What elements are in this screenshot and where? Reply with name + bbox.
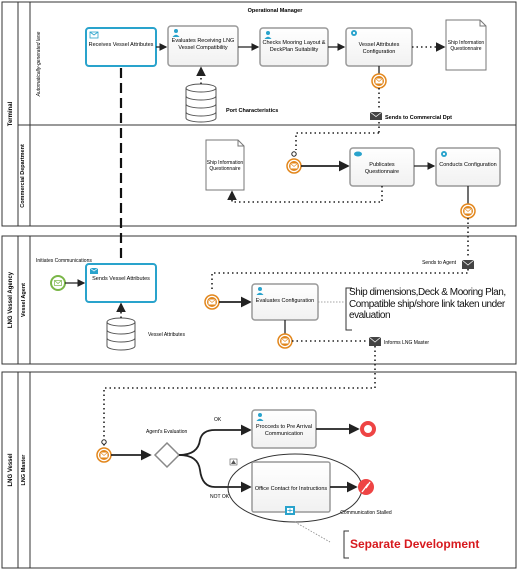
message-event-commercial[interactable] — [286, 158, 302, 174]
datastore-label: Port Characteristics — [226, 108, 278, 114]
task-label: Procceds to Pre Arrival Communication — [256, 424, 312, 437]
flow-label-notok: NOT OK — [210, 494, 230, 500]
lane-label-agent: Vessel Agent — [21, 283, 27, 317]
gateway-agents-evaluation[interactable] — [153, 441, 181, 469]
message-flow — [211, 269, 469, 292]
task-proceeds-pre-arrival[interactable]: Procceds to Pre Arrival Communication — [251, 409, 317, 449]
task-label: Vessel Attributes Configuration — [358, 42, 400, 55]
message-sends-to-agent: Sends to Agent — [422, 259, 475, 269]
task-checks-mooring[interactable]: Checks Mooring Layout & DeckPlan Suitabi… — [259, 27, 329, 67]
message-flow-start — [291, 151, 297, 157]
task-label: Publicates Questionnaire — [364, 162, 400, 175]
sequence-flow-ok — [178, 424, 252, 456]
message-event-commercial-throw[interactable] — [460, 203, 476, 219]
envelope-icon — [89, 31, 99, 39]
document-label: Ship Information Questionnaire — [206, 160, 244, 172]
annotation-text: Ship dimensions,Deck & Mooring Plan, Com… — [349, 287, 506, 321]
document-ship-info-commercial[interactable]: Ship Information Questionnaire — [202, 139, 248, 191]
message-label: Sends to Agent — [422, 260, 457, 266]
end-event-ok[interactable] — [360, 421, 376, 437]
message-event-terminal[interactable] — [371, 73, 387, 89]
cloud-icon — [354, 151, 362, 157]
message-event-agency[interactable] — [204, 294, 220, 310]
user-icon — [172, 29, 180, 37]
envelope-icon — [89, 267, 99, 274]
datastore-label: Vessel Attributes — [148, 332, 185, 338]
envelope-icon — [370, 112, 382, 120]
svg-text:Receives Vessel Attributes: Receives Vessel Attributes — [89, 42, 154, 48]
pool-label-vessel: LNG Vessel — [8, 453, 14, 486]
task-office-contact[interactable]: Office Contact for Instructions — [251, 461, 331, 515]
message-label: Informs LNG Master — [384, 340, 429, 346]
message-flow-end — [101, 439, 107, 445]
task-conducts-configuration[interactable]: Conducts Configuration — [435, 147, 501, 187]
envelope-icon — [100, 452, 108, 458]
warning-icon — [229, 458, 238, 466]
task-evaluates-compatibility[interactable]: Evaluates Receiving LNG Vessel Compatibi… — [167, 25, 239, 67]
task-publicates-questionnaire[interactable]: Publicates Questionnaire — [349, 147, 415, 187]
message-informs-master: Informs LNG Master — [368, 336, 429, 346]
task-label: Evaluates Receiving LNG Vessel Compatibi… — [171, 38, 235, 51]
pool-terminal: Terminal Operational Manager Automatical… — [1, 1, 517, 227]
message-label: Sends to Commercial Dpt — [385, 115, 452, 121]
task-label: Receives Vessel Attributes — [89, 42, 154, 48]
start-event-initiates[interactable] — [50, 275, 66, 291]
end-label-stalled: Communication Stalled — [340, 510, 392, 516]
gear-icon — [351, 30, 357, 36]
annotation-bracket — [345, 287, 352, 331]
annotation-bracket — [343, 530, 349, 559]
annotation-separate-development: Separate Development — [350, 537, 479, 551]
task-vessel-attributes-configuration[interactable]: Vessel Attributes Configuration — [345, 27, 413, 67]
annotation-link — [294, 521, 331, 543]
lane-label-master: LNG Master — [21, 454, 27, 486]
task-evaluates-configuration[interactable]: Evaluates Configuration — [251, 283, 319, 321]
message-sends-to-commercial: Sends to Commercial Dpt — [369, 111, 452, 121]
task-receives-vessel-attributes[interactable]: Receives Vessel Attributes — [85, 27, 157, 67]
envelope-icon — [208, 299, 216, 305]
start-label: Initiates Communications — [36, 258, 92, 264]
lane-note-auto: Automatically-generated lane — [36, 31, 42, 97]
end-event-stalled[interactable] — [358, 479, 374, 495]
message-event-agency-throw[interactable] — [277, 333, 293, 349]
terminal-flows — [156, 42, 446, 84]
message-flow — [103, 346, 376, 446]
gateway-label: Agent's Evaluation — [146, 429, 187, 435]
task-label: Evaluates Configuration — [255, 298, 315, 304]
document-ship-info-terminal[interactable]: Ship Information Questionnaire — [442, 19, 490, 71]
user-icon — [256, 413, 264, 421]
gear-icon — [441, 151, 447, 157]
user-icon — [264, 31, 272, 39]
error-icon — [361, 481, 371, 493]
expand-icon[interactable] — [285, 506, 295, 515]
document-label: Ship Information Questionnaire — [447, 40, 485, 52]
pool-label-agency: LNG Vessel Agency — [8, 271, 14, 328]
envelope-icon — [281, 338, 289, 344]
task-label: Sends Vessel Attributes — [92, 276, 150, 282]
flow-label-ok: OK — [214, 417, 222, 423]
envelope-icon — [375, 78, 383, 84]
sequence-flow-notok — [178, 454, 252, 493]
task-label: Conducts Configuration — [439, 162, 497, 168]
pool-label-terminal: Terminal — [8, 101, 14, 126]
user-icon — [256, 287, 264, 295]
envelope-icon — [369, 337, 381, 346]
task-label: Checks Mooring Layout & DeckPlan Suitabi… — [262, 40, 326, 53]
datastore-port-characteristics[interactable]: Port Characteristics — [185, 83, 278, 123]
task-sends-vessel-attributes[interactable]: Sends Vessel Attributes — [85, 263, 157, 303]
envelope-icon — [462, 260, 474, 269]
association-flow — [227, 186, 383, 203]
message-flow — [295, 132, 379, 150]
message-event-vessel[interactable] — [96, 447, 112, 463]
lane-title-operational: Operational Manager — [248, 8, 304, 14]
lane-label-commercial: Commercial Department — [20, 144, 26, 208]
datastore-vessel-attributes[interactable]: Vessel Attributes — [106, 317, 185, 351]
envelope-icon — [290, 163, 298, 169]
envelope-icon — [464, 208, 472, 214]
task-label: Office Contact for Instructions — [255, 486, 328, 492]
envelope-icon — [54, 280, 62, 286]
